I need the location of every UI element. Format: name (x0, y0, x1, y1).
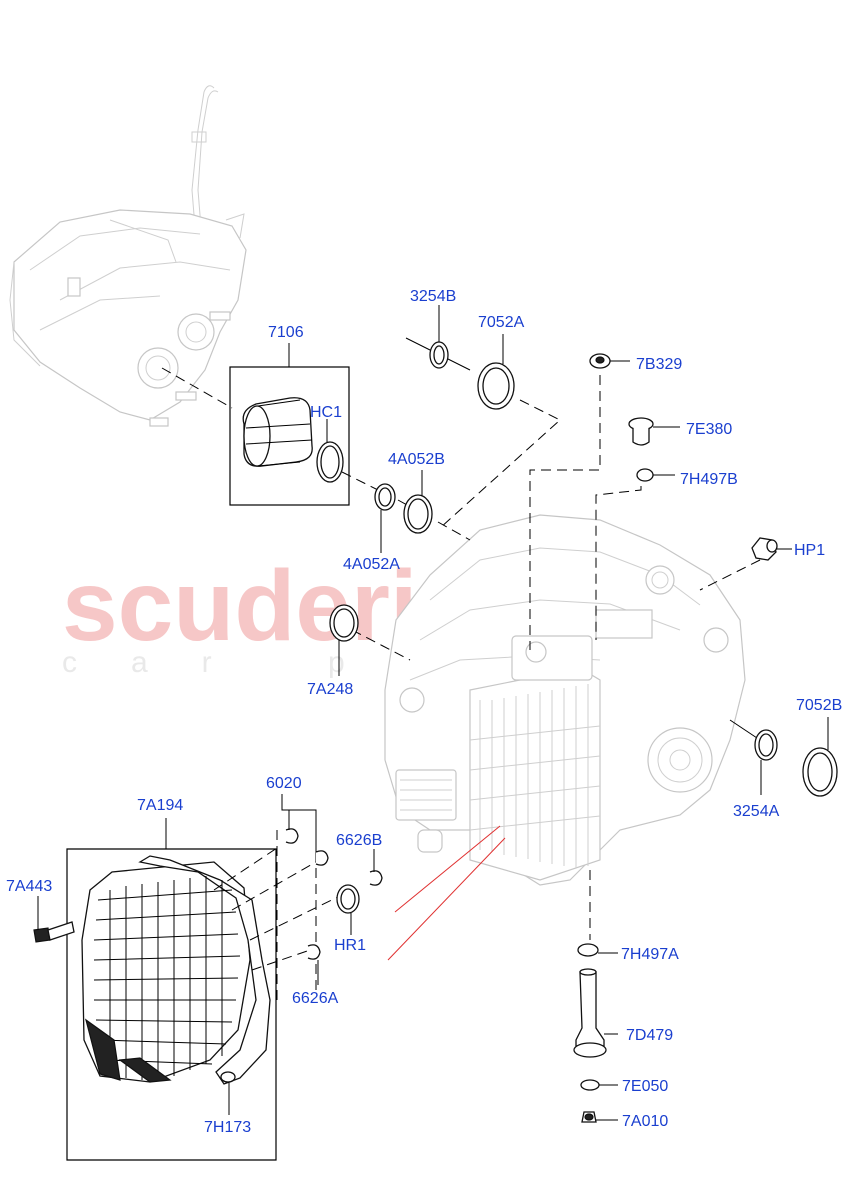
plug-7a010 (581, 1111, 618, 1123)
oil-pan-frame (66, 848, 277, 1161)
label-7a248: 7A248 (307, 681, 353, 698)
seal-4a052a (374, 483, 396, 553)
label-7h173: 7H173 (204, 1119, 251, 1136)
red-leader-lines (387, 825, 506, 961)
label-6626b: 6626B (336, 832, 382, 849)
label-7052a: 7052A (478, 314, 525, 331)
label-7h497b: 7H497B (680, 471, 738, 488)
label-4a052a: 4A052A (343, 556, 400, 573)
label-3254a: 3254A (733, 803, 780, 820)
label-6626a: 6626A (292, 990, 339, 1007)
clip-6626b (369, 849, 383, 886)
plug-hp1 (751, 537, 792, 561)
oring-7h497b (636, 468, 675, 482)
oil-pan (81, 861, 251, 1083)
clip-6626a (307, 944, 321, 985)
label-hc1: HC1 (310, 404, 342, 421)
fill-tube-7d479 (573, 968, 618, 1058)
label-3254b: 3254B (410, 288, 456, 305)
seal-7052b (802, 717, 838, 797)
plug-7e380 (628, 417, 680, 446)
label-hp1: HP1 (794, 542, 825, 559)
label-7a443: 7A443 (6, 878, 52, 895)
callout-labels: 7106 HC1 3254B 7052A 7B329 7E380 7H497B … (6, 288, 842, 1136)
plug-7b329 (589, 353, 630, 369)
clips-6020 (281, 794, 329, 866)
oring-7h173 (220, 1071, 236, 1083)
oring-7e050 (580, 1079, 618, 1091)
ring-hr1 (336, 884, 360, 935)
transmission-housing-ghost (384, 514, 746, 886)
seal-7a248 (329, 604, 359, 676)
coupler-kit-group (229, 343, 350, 506)
label-7a194: 7A194 (137, 797, 183, 814)
bolt-7a443 (33, 896, 75, 943)
seal-3254a (754, 729, 778, 795)
label-7a010: 7A010 (622, 1113, 668, 1130)
label-7e050: 7E050 (622, 1078, 668, 1095)
transfer-case-ghost (9, 85, 247, 427)
label-hr1: HR1 (334, 937, 366, 954)
label-7b329: 7B329 (636, 356, 682, 373)
label-6020: 6020 (266, 775, 302, 792)
seal-4a052b (403, 470, 433, 534)
seal-3254b (429, 305, 449, 369)
label-7e380: 7E380 (686, 421, 732, 438)
oil-pan-group (66, 818, 277, 1161)
label-4a052b: 4A052B (388, 451, 445, 468)
oring-7h497a (577, 943, 618, 957)
label-7106: 7106 (268, 324, 304, 341)
label-7052b: 7052B (796, 697, 842, 714)
label-7d479: 7D479 (626, 1027, 673, 1044)
label-7h497a: 7H497A (621, 946, 679, 963)
seal-7052a (477, 334, 515, 410)
